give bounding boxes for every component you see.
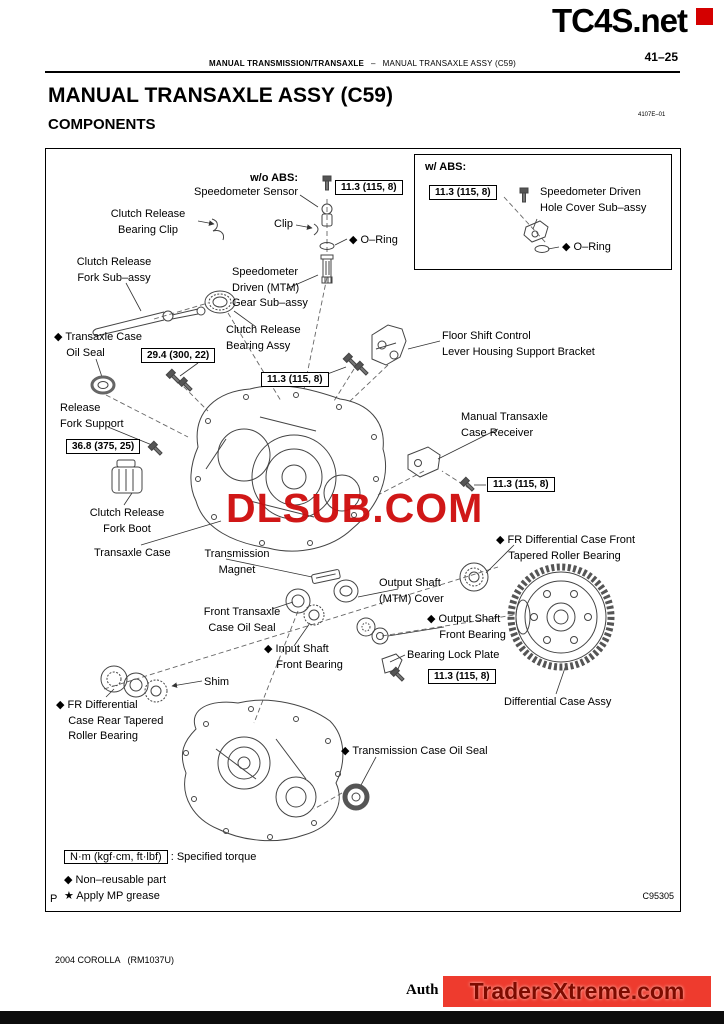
page-corner-mark: P <box>50 893 58 905</box>
legend-non-reusable: ◆ Non–reusable part <box>64 874 167 886</box>
doc-code: 4107E–01 <box>638 112 666 118</box>
watermark-tradersxtreme-text: TradersXtreme.com <box>469 978 685 1004</box>
label-input-shaft-front-bearing: ◆ Input Shaft Front Bearing <box>264 643 343 671</box>
watermark-dlsub: DLSUB.COM <box>226 485 484 531</box>
legend-torque-symbol: N·m (kgf·cm, ft·lbf) <box>64 850 168 864</box>
label-abs-oring: ◆ O–Ring <box>562 241 611 253</box>
tc4s-logo: TC4S.net <box>552 2 688 40</box>
footer-authorized-text: Auth <box>406 982 439 998</box>
label-transmission-case-oil-seal: ◆ Transmission Case Oil Seal <box>341 745 488 757</box>
part-release-bearing <box>204 290 236 314</box>
part-abs-hole-cover <box>523 220 550 253</box>
legend-grease: ★ Apply MP grease <box>64 890 160 902</box>
label-wo-abs-title: w/o ABS: <box>250 172 298 184</box>
part-bearing-clip <box>211 218 224 241</box>
label-speedo-driven-hole-cover: Speedometer Driven Hole Cover Sub–assy <box>540 186 647 214</box>
label-fr-diff-front-bearing: ◆ FR Differential Case Front Tapered Rol… <box>496 534 636 562</box>
running-header-subsection: MANUAL TRANSAXLE ASSY (C59) <box>382 59 516 68</box>
label-oring: ◆ O–Ring <box>349 234 398 246</box>
torque-speedo-bolt: 11.3 (115, 8) <box>335 180 403 195</box>
part-shim-rear-bearing <box>100 665 168 703</box>
part-differential-gear <box>507 563 615 671</box>
label-differential-case-assy: Differential Case Assy <box>504 696 612 708</box>
running-header-section: MANUAL TRANSMISSION/TRANSAXLE <box>209 59 365 68</box>
running-header: MANUAL TRANSMISSION/TRANSAXLE–MANUAL TRA… <box>45 59 680 68</box>
label-release-fork-support: Release Fork Support <box>60 402 124 430</box>
part-clutch-release-fork <box>92 306 206 337</box>
legend-torque: N·m (kgf·cm, ft·lbf) : Specified torque <box>64 850 256 866</box>
tc4s-logo-text: TC4S.net <box>552 2 688 39</box>
torque-abs-speedo-bolt: 11.3 (115, 8) <box>429 185 497 200</box>
part-bearing-lock-plate <box>381 653 403 674</box>
part-transaxle-case <box>190 385 387 552</box>
page-bottom-bar <box>0 1011 724 1024</box>
part-case-receiver <box>407 446 441 478</box>
label-speedometer-sensor: Speedometer Sensor <box>194 186 298 198</box>
part-transmission-oil-seal <box>342 783 370 811</box>
part-center-bearings <box>285 579 389 645</box>
assembly-axis-lines <box>103 196 547 810</box>
label-front-transaxle-case-oil-seal: Front Transaxle Case Oil Seal <box>203 606 281 634</box>
section-title: COMPONENTS <box>48 116 156 133</box>
label-output-shaft-front-bearing: ◆ Output Shaft Front Bearing <box>427 613 506 641</box>
figure-code: C95305 <box>642 891 674 901</box>
part-fork-boot <box>111 459 143 494</box>
label-transaxle-case: Transaxle Case <box>94 547 171 559</box>
label-clip: Clip <box>274 218 293 230</box>
legend-torque-meaning: : Specified torque <box>170 851 257 863</box>
torque-case-bolt-b: 11.3 (115, 8) <box>261 372 329 387</box>
label-transaxle-case-oil-seal: ◆ Transaxle Case Oil Seal <box>54 331 142 359</box>
leader-lines <box>95 194 567 788</box>
part-speedometer-sensor <box>313 203 335 284</box>
label-transmission-magnet: Transmission Magnet <box>204 548 270 576</box>
torque-receiver-bolt: 11.3 (115, 8) <box>487 477 555 492</box>
label-clutch-release-fork-boot: Clutch Release Fork Boot <box>89 507 165 535</box>
page-number: 41–25 <box>644 50 678 64</box>
label-shim: Shim <box>204 676 230 688</box>
torque-fork-support: 36.8 (375, 25) <box>66 439 141 454</box>
header-rule <box>45 71 680 73</box>
part-transaxle-oil-seal <box>90 375 116 395</box>
tc4s-logo-badge <box>696 8 713 25</box>
diagram-artwork <box>90 175 615 842</box>
components-diagram: w/ ABS: 11.3 (115, 8) Speedometer Driven… <box>45 148 681 912</box>
label-fr-diff-rear-bearing: ◆ FR Differential Case Rear Tapered Roll… <box>56 699 164 743</box>
footer-model: 2004 COROLLA (RM1037U) <box>55 955 175 965</box>
label-clutch-release-bearing-clip: Clutch Release Bearing Clip <box>110 208 186 236</box>
abs-box-title: w/ ABS: <box>425 161 467 173</box>
page-title: MANUAL TRANSAXLE ASSY (C59) <box>48 84 393 107</box>
label-bearing-lock-plate: Bearing Lock Plate <box>407 649 500 661</box>
running-header-separator: – <box>371 59 376 68</box>
part-diff-front-bearing <box>459 562 489 592</box>
part-transmission-case <box>181 699 344 842</box>
label-clutch-release-bearing-assy: Clutch Release Bearing Assy <box>226 324 301 352</box>
part-floor-shift-bracket <box>371 324 407 366</box>
watermark-tradersxtreme: TradersXtreme.com <box>443 976 711 1007</box>
torque-case-bolt-a: 29.4 (300, 22) <box>141 348 216 363</box>
label-manual-transaxle-case-receiver: Manual Transaxle Case Receiver <box>461 411 548 439</box>
label-clutch-release-fork: Clutch Release Fork Sub–assy <box>76 256 152 284</box>
label-speedometer-driven-gear: Speedometer Driven (MTM) Gear Sub–assy <box>232 266 308 310</box>
part-transmission-magnet <box>311 569 341 584</box>
abs-variant-box: w/ ABS: 11.3 (115, 8) Speedometer Driven… <box>414 154 672 270</box>
label-floor-shift-bracket: Floor Shift Control Lever Housing Suppor… <box>442 330 595 358</box>
label-output-shaft-cover: Output Shaft (MTM) Cover <box>379 577 444 605</box>
torque-lock-plate-bolt: 11.3 (115, 8) <box>428 669 496 684</box>
